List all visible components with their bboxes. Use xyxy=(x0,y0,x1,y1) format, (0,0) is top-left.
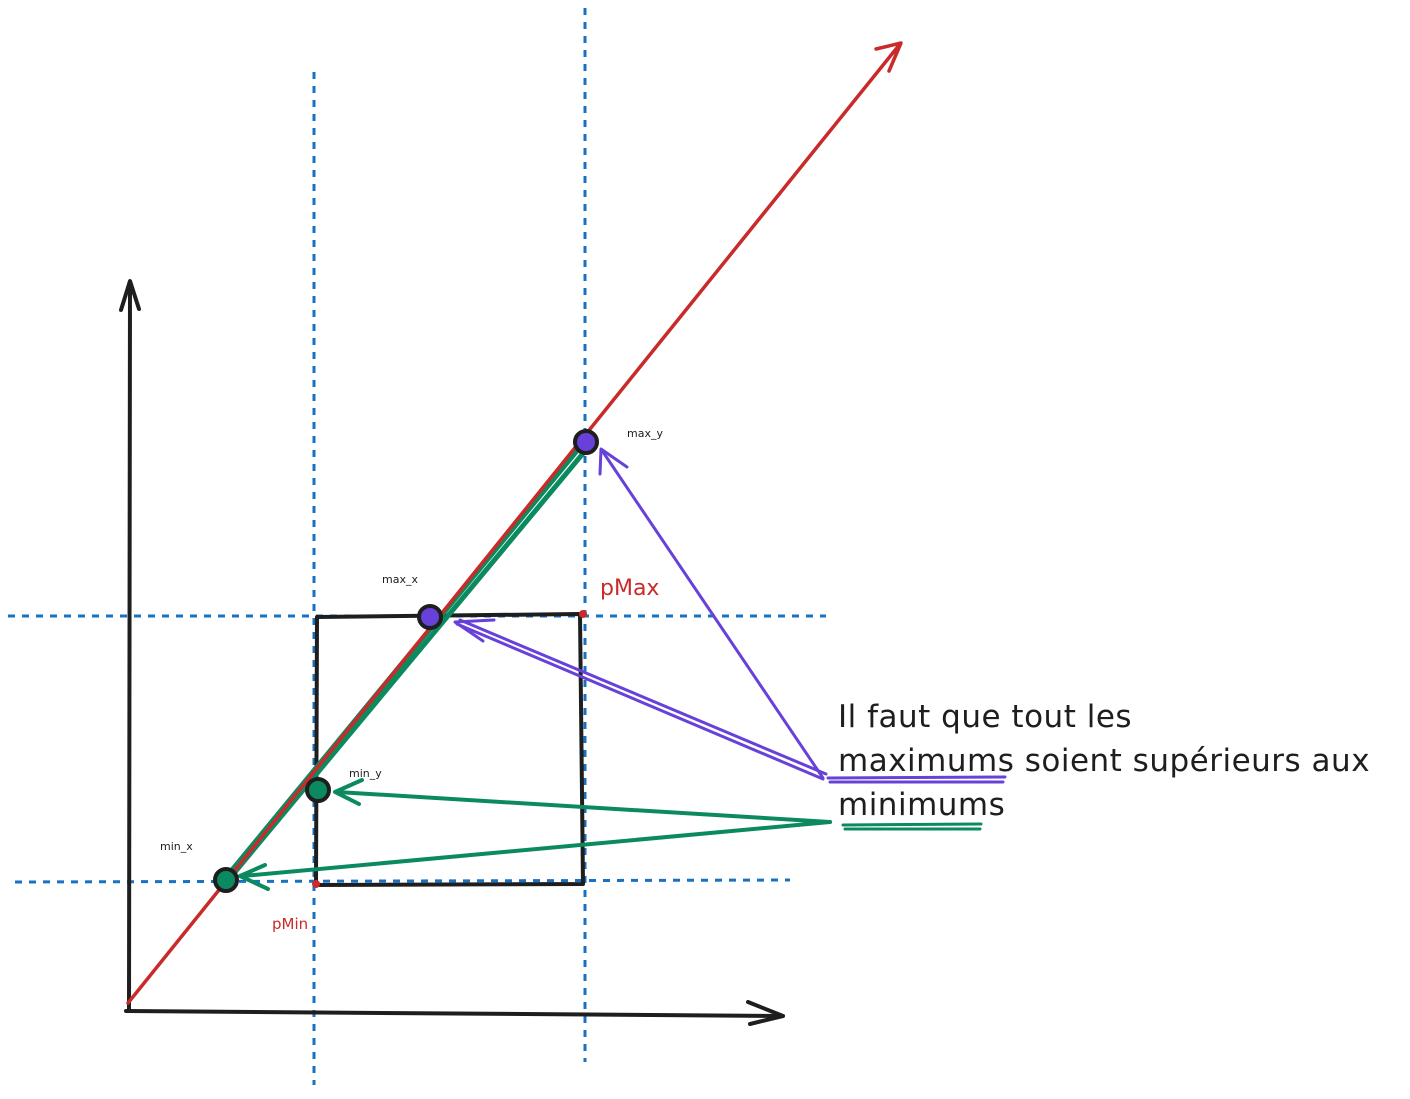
pmin-marker xyxy=(312,880,320,888)
min-arrows xyxy=(238,778,832,891)
max-x-arrow xyxy=(455,618,828,781)
min-x-point xyxy=(213,867,239,893)
max-x-arrowhead xyxy=(453,618,496,643)
pmax-marker xyxy=(579,610,587,618)
red-ray-arrowhead xyxy=(874,41,903,73)
min-x-arrow xyxy=(241,820,832,878)
max-x-point xyxy=(417,604,443,630)
note-line-2-rest: soient supérieurs aux xyxy=(1014,743,1370,779)
y-axis xyxy=(127,283,132,1013)
max-y-label: max_y xyxy=(627,427,663,440)
min-x-arrowhead xyxy=(238,863,270,891)
max-x-label: max_x xyxy=(382,573,418,586)
pmin-label: pMin xyxy=(272,915,308,933)
axes xyxy=(119,279,785,1026)
x-axis-arrowhead xyxy=(746,1000,785,1026)
min-y-label: min_y xyxy=(349,767,382,780)
max-y-arrowhead xyxy=(598,447,629,476)
max-y-arrow xyxy=(601,450,825,780)
max-y-point xyxy=(573,429,599,455)
min-y-arrowhead xyxy=(333,778,364,806)
maximums-underline xyxy=(826,775,1007,784)
guide-horizontal-bottom xyxy=(14,878,791,884)
red-ray-line xyxy=(126,42,902,1005)
pmax-label: pMax xyxy=(600,576,659,601)
min-y-arrow xyxy=(335,790,832,824)
x-axis xyxy=(124,1009,785,1018)
points xyxy=(213,429,599,893)
note-line-1: Il faut que tout les xyxy=(838,699,1132,735)
note-maximums-word: maximums xyxy=(838,743,1014,779)
y-axis-arrowhead xyxy=(119,279,141,312)
minimums-underline xyxy=(841,822,983,831)
red-ray xyxy=(126,41,903,1005)
min-x-label: min_x xyxy=(160,840,193,853)
max-arrows xyxy=(453,447,828,781)
min-y-point xyxy=(305,777,331,803)
note-line-3: minimums xyxy=(838,787,1005,823)
note-line-2: maximums soient supérieurs aux xyxy=(838,743,1370,779)
